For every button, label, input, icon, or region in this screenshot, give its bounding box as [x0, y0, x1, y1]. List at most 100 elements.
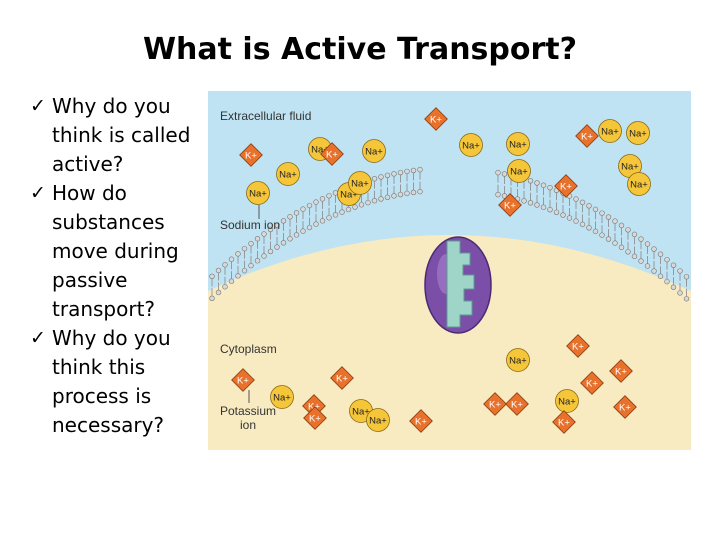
sodium-ion: Na+ — [348, 171, 372, 195]
potassium-ion-shape — [424, 107, 448, 131]
sodium-ion: Na+ — [276, 162, 300, 186]
lipid-head — [651, 268, 657, 274]
potassium-ion: K+ — [320, 142, 344, 166]
lipid-head — [670, 262, 677, 268]
sodium-ion-shape — [366, 408, 390, 432]
lipid-head — [209, 273, 215, 280]
lipid-head — [644, 263, 651, 269]
lipid-head — [326, 193, 332, 199]
potassium-ion: K+ — [498, 193, 522, 217]
lipid-head — [287, 214, 293, 220]
lipid-head — [664, 278, 670, 285]
checkmark-icon: ✓ — [30, 327, 46, 349]
lipid-head — [573, 218, 579, 224]
extracellular-label: Extracellular fluid — [220, 109, 311, 123]
lipid-head — [683, 296, 690, 302]
potassium-ion-shape — [231, 368, 255, 392]
checkmark-icon: ✓ — [30, 182, 46, 204]
lipid-head — [547, 206, 553, 213]
question-item: ✓Why do you think is called active? — [30, 92, 210, 179]
potassium-ion-shape — [580, 371, 604, 395]
page-title: What is Active Transport? — [142, 32, 578, 67]
potassium-ion: K+ — [566, 334, 590, 358]
lipid-head — [352, 204, 358, 210]
lipid-head — [625, 227, 631, 233]
lipid-head — [527, 178, 534, 184]
question-text: Why do you think this process is necessa… — [52, 326, 171, 437]
lipid-head — [222, 284, 228, 290]
lipid-head — [280, 218, 287, 224]
lipid-head — [371, 176, 378, 182]
lipid-head — [378, 196, 384, 202]
sodium-ion-shape — [246, 181, 270, 205]
lipid-head — [651, 246, 657, 252]
sodium-ion: Na+ — [626, 121, 650, 145]
potassium-ion-shape — [330, 366, 354, 390]
sodium-ion-shape — [276, 162, 300, 186]
potassium-ion-shape — [566, 334, 590, 358]
lipid-head — [495, 191, 501, 198]
active-transport-diagram: Na+Na+Na+Na+Na+Na+Na+Na+Na+Na+Na+Na+Na+N… — [208, 91, 691, 450]
ion-label: Na+ — [601, 127, 619, 138]
potassium-ion: K+ — [609, 359, 633, 383]
sodium-ion-shape — [459, 133, 483, 157]
lipid-head — [228, 278, 235, 284]
ion-label: K+ — [326, 150, 338, 161]
question-item: ✓ Why do you think this process is necess… — [30, 324, 210, 440]
lipid-head — [592, 206, 599, 213]
ion-label: K+ — [245, 151, 257, 162]
lipid-head — [501, 193, 508, 199]
ion-label: K+ — [572, 342, 584, 353]
lipid-head — [391, 193, 397, 199]
lipid-head — [501, 171, 508, 177]
lipid-head — [300, 206, 306, 212]
sodium-ion-shape — [270, 385, 294, 409]
lipid-head — [618, 244, 625, 251]
lipid-head — [319, 196, 326, 202]
ion-label: Na+ — [509, 356, 527, 367]
sodium-ion: Na+ — [459, 133, 483, 157]
lipid-head — [631, 253, 638, 260]
lipid-head — [605, 236, 612, 242]
lipid-head — [358, 202, 365, 208]
potassium-ion-shape — [505, 392, 529, 416]
lipid-head — [553, 209, 560, 215]
sodium-ion: Na+ — [362, 139, 386, 163]
lipid-head — [261, 231, 267, 237]
lipid-head — [306, 224, 313, 231]
lipid-head — [534, 202, 540, 208]
lipid-head — [612, 218, 618, 224]
lipid-head — [365, 199, 371, 206]
lipid-head — [417, 166, 423, 173]
sodium-ion-shape — [362, 139, 386, 163]
sodium-ion-shape — [506, 348, 530, 372]
lipid-head — [313, 221, 319, 227]
sodium-ion-label: Sodium ion — [220, 218, 280, 232]
ion-label: K+ — [615, 367, 627, 378]
lipid-head — [384, 194, 391, 200]
potassium-ion: K+ — [483, 392, 507, 416]
sodium-ion: Na+ — [506, 348, 530, 372]
ion-label: Na+ — [351, 179, 369, 190]
lipid-head — [235, 251, 241, 257]
sodium-ion: Na+ — [270, 385, 294, 409]
lipid-head — [254, 258, 261, 264]
potassium-ion-shape — [409, 409, 433, 433]
lipid-head — [404, 190, 410, 197]
lipid-head — [664, 256, 670, 263]
lipid-head — [293, 232, 300, 238]
ion-label: Na+ — [249, 189, 267, 200]
ion-layer: Na+Na+Na+Na+Na+Na+Na+Na+Na+Na+Na+Na+Na+N… — [231, 107, 651, 434]
lipid-head — [241, 245, 248, 252]
sodium-ion-shape — [626, 121, 650, 145]
sodium-ion-shape — [598, 119, 622, 143]
ion-label: K+ — [586, 379, 598, 390]
lipid-head — [391, 171, 397, 177]
lipid-head — [384, 172, 391, 178]
potassium-ion: K+ — [505, 392, 529, 416]
sodium-ion-shape — [348, 171, 372, 195]
ion-label: Na+ — [365, 147, 383, 158]
question-text: How do substances move during passive tr… — [52, 181, 179, 321]
ion-label: K+ — [619, 403, 631, 414]
sodium-ion: Na+ — [598, 119, 622, 143]
